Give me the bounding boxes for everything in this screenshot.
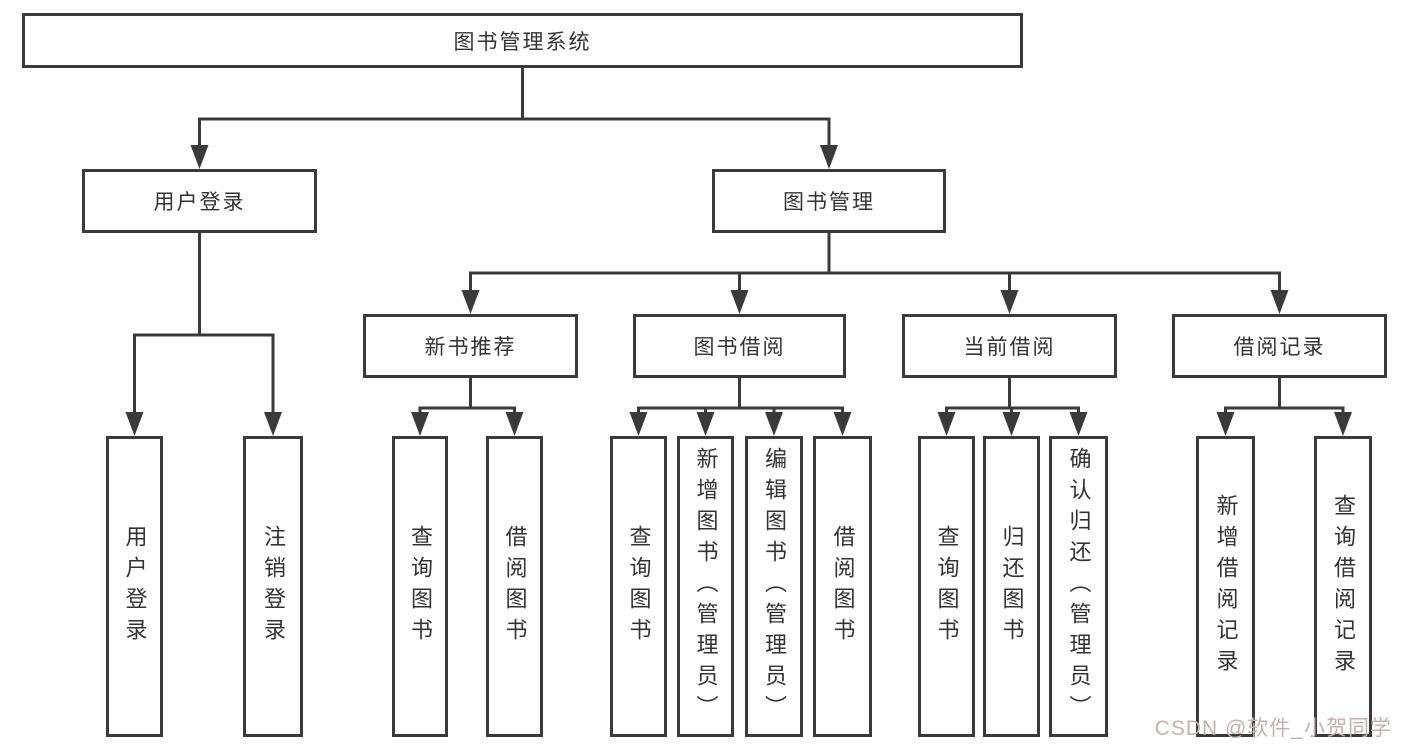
arrowhead-icon xyxy=(1334,412,1352,436)
node-leaf-user-login: 用户登录 xyxy=(106,436,163,737)
node-label: 查询借阅记录 xyxy=(1331,493,1356,680)
node-label: 新书推荐 xyxy=(424,336,517,359)
node-label: 查询图书 xyxy=(408,524,433,649)
node-label: 用户登录 xyxy=(153,191,246,214)
node-mgmt: 图书管理 xyxy=(712,169,946,233)
arrowhead-icon xyxy=(411,412,429,436)
node-label: 用户登录 xyxy=(122,524,148,649)
arrowhead-icon xyxy=(190,145,209,169)
node-label: 图书管理 xyxy=(783,191,875,214)
node-leaf-cur-confirm: 确认归还（管理员） xyxy=(1049,436,1108,737)
arrowhead-icon xyxy=(505,412,524,436)
arrowhead-icon xyxy=(1002,412,1021,436)
arrowhead-icon xyxy=(461,290,480,314)
node-label: 借阅记录 xyxy=(1233,336,1326,359)
node-login: 用户登录 xyxy=(82,169,317,233)
node-label: 新增借阅记录 xyxy=(1213,493,1239,680)
arrowhead-icon xyxy=(1270,290,1289,314)
node-label: 编辑图书（管理员） xyxy=(762,447,787,726)
arrowhead-icon xyxy=(765,412,783,436)
arrowhead-icon xyxy=(820,145,838,169)
node-leaf-logout: 注销登录 xyxy=(243,436,303,737)
arrowhead-icon xyxy=(937,412,956,436)
node-label: 新增图书（管理员） xyxy=(693,447,719,726)
node-label: 查询图书 xyxy=(934,524,960,649)
node-label: 查询图书 xyxy=(626,524,652,649)
node-label: 借阅图书 xyxy=(502,524,528,649)
node-leaf-rec-query: 查询图书 xyxy=(392,436,448,737)
node-label: 借阅图书 xyxy=(830,524,856,649)
node-records: 借阅记录 xyxy=(1172,314,1387,378)
node-leaf-bor-borrow: 借阅图书 xyxy=(813,436,872,737)
arrowhead-icon xyxy=(1069,412,1088,436)
arrowhead-icon xyxy=(833,412,852,436)
arrowhead-icon xyxy=(1216,412,1235,436)
node-root: 图书管理系统 xyxy=(22,13,1023,68)
node-borrow: 图书借阅 xyxy=(633,314,846,378)
node-rec: 新书推荐 xyxy=(363,314,578,378)
node-label: 图书借阅 xyxy=(693,336,786,359)
arrowhead-icon xyxy=(1000,290,1019,314)
node-label: 确认归还（管理员） xyxy=(1066,447,1092,726)
node-leaf-cur-query: 查询图书 xyxy=(918,436,975,737)
node-leaf-recd-add: 新增借阅记录 xyxy=(1196,436,1255,737)
node-label: 归还图书 xyxy=(999,524,1025,649)
node-leaf-rec-borrow: 借阅图书 xyxy=(486,436,543,737)
node-label: 当前借阅 xyxy=(963,336,1056,359)
node-label: 图书管理系统 xyxy=(453,30,592,54)
node-leaf-bor-query: 查询图书 xyxy=(610,436,667,737)
arrowhead-icon xyxy=(629,412,648,436)
arrowhead-icon xyxy=(264,412,282,436)
arrowhead-icon xyxy=(125,412,144,436)
arrowhead-icon xyxy=(696,412,715,436)
arrowhead-icon xyxy=(730,290,749,314)
node-leaf-bor-add: 新增图书（管理员） xyxy=(677,436,734,737)
csdn-watermark: CSDN @软件_小贺同学 xyxy=(1154,717,1392,740)
node-label: 注销登录 xyxy=(261,524,286,649)
node-leaf-recd-query: 查询借阅记录 xyxy=(1314,436,1372,737)
node-leaf-cur-return: 归还图书 xyxy=(983,436,1040,737)
node-current: 当前借阅 xyxy=(902,314,1117,378)
node-leaf-bor-edit: 编辑图书（管理员） xyxy=(745,436,803,737)
